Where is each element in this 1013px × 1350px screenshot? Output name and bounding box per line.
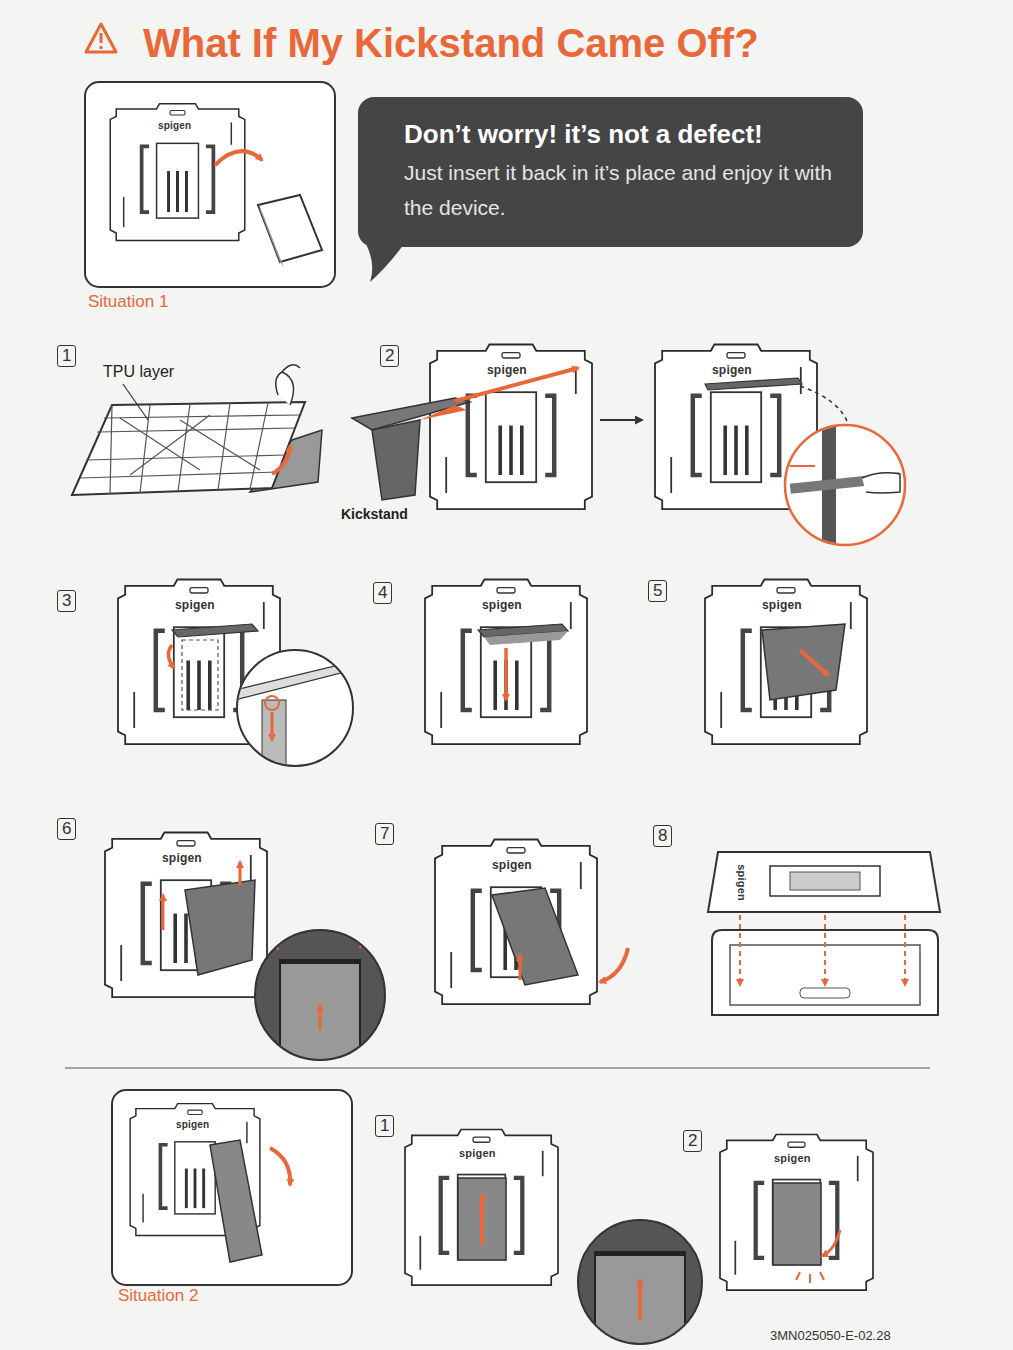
- brand-logo: spigen: [157, 120, 192, 132]
- part-label: Kickstand: [341, 506, 408, 523]
- step-number: 6: [57, 818, 76, 840]
- bubble-heading: Don’t worry! it’s not a defect!: [404, 117, 763, 151]
- title-heading: What If My Kickstand Came Off?: [143, 20, 759, 66]
- step-number: 4: [373, 582, 392, 604]
- step-number: 1: [57, 345, 76, 367]
- step-number: 3: [57, 590, 76, 612]
- brand-logo: spigen: [773, 1152, 812, 1165]
- situation-label: Situation 2: [118, 1286, 198, 1306]
- brand-logo: spigen: [761, 598, 803, 612]
- brand-logo: spigen: [491, 858, 533, 872]
- note-text: TPU layer: [103, 362, 174, 381]
- speech-bubble: Don’t worry! it’s not a defect! Just inse…: [358, 97, 863, 247]
- step-number: 7: [375, 823, 394, 845]
- bubble-tail: [362, 244, 406, 288]
- brand-logo: spigen: [458, 1147, 497, 1160]
- step-number: 1: [375, 1115, 394, 1137]
- brand-logo: spigen: [175, 1119, 210, 1131]
- brand-logo: spigen: [481, 598, 523, 612]
- step-number: 8: [653, 825, 672, 847]
- note-text: 3MN025050-E-02.28: [770, 1328, 891, 1344]
- step-number: 2: [683, 1130, 702, 1152]
- brand-logo: spigen: [174, 598, 216, 612]
- brand-logo: spigen: [161, 851, 203, 865]
- step-number: 5: [648, 580, 667, 602]
- brand-logo: spigen: [486, 363, 528, 377]
- brand-logo: spigen: [735, 863, 748, 902]
- step-number: 2: [380, 345, 399, 367]
- brand-logo: spigen: [711, 363, 753, 377]
- situation-label: Situation 1: [88, 292, 168, 312]
- bubble-body: Just insert it back in it’s place and en…: [404, 155, 847, 225]
